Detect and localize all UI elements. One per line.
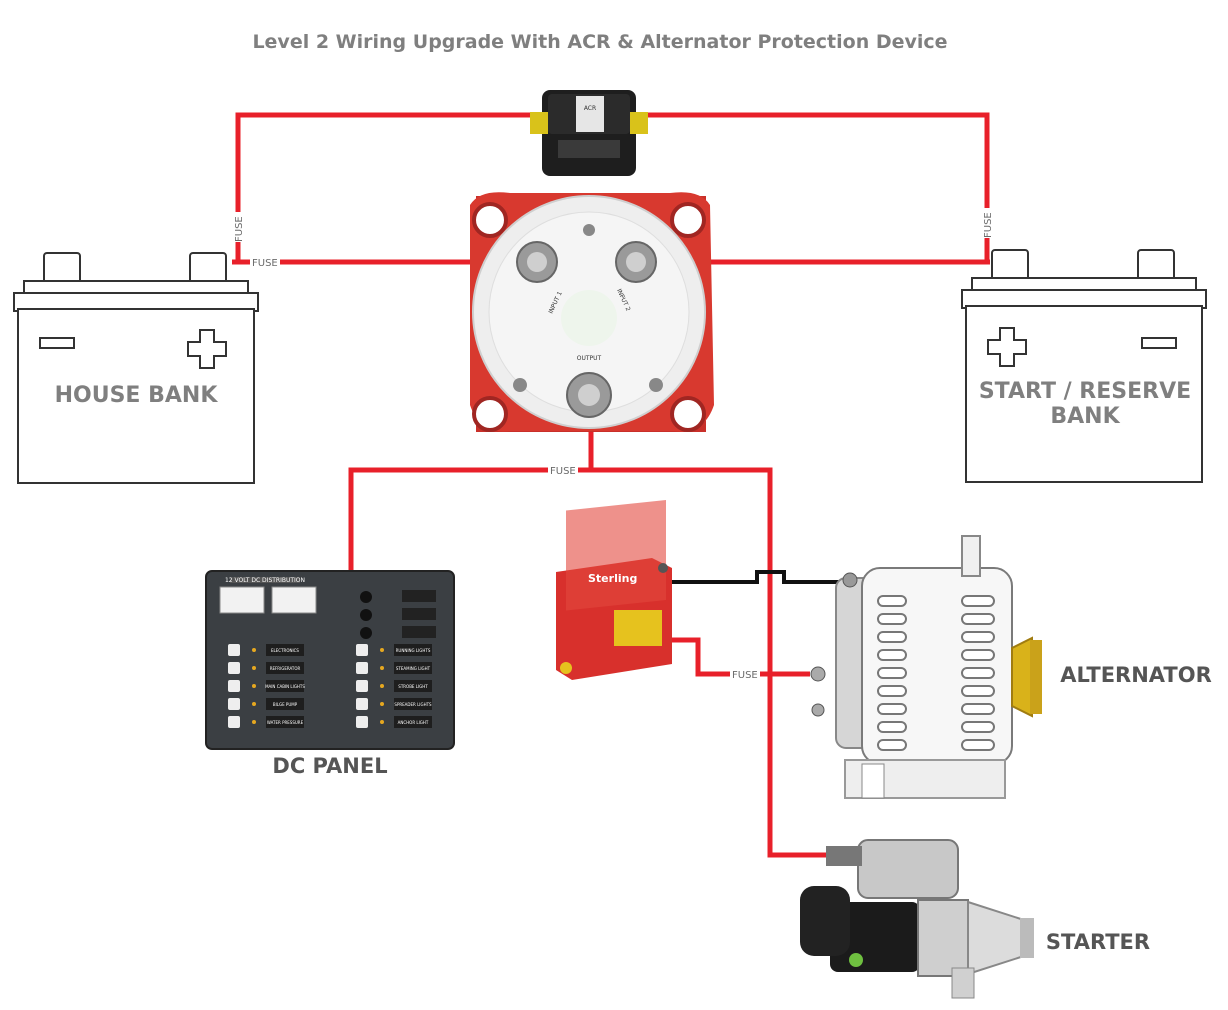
dc-ammeter-icon <box>219 586 265 614</box>
panel-switch-row: STROBE LIGHT <box>356 680 432 692</box>
alternator-fins <box>877 595 995 751</box>
dc-panel: 12 VOLT DC DISTRIBUTION ELECTRONICS REFRI… <box>205 570 455 778</box>
alternator-fin <box>961 631 995 643</box>
panel-switch-row: MAIN CABIN LIGHTS <box>228 680 305 692</box>
panel-switch-label: BILGE PUMP <box>273 702 298 707</box>
alternator-protector: Sterling <box>556 500 672 680</box>
house-bank-battery: HOUSE BANK <box>13 252 259 484</box>
alternator-fin <box>961 685 995 697</box>
wire-output-to-panel <box>348 467 591 570</box>
house-bank-label: HOUSE BANK <box>55 383 219 408</box>
minus-terminal-icon <box>1141 337 1177 349</box>
panel-switch-label: STROBE LIGHT <box>398 684 428 689</box>
fuse-label-start-vertical: FUSE <box>983 212 994 238</box>
panel-switch-row: RUNNING LIGHTS <box>356 644 432 656</box>
start-bank-label-line1: START / RESERVE <box>979 379 1191 404</box>
plus-terminal-icon <box>987 327 1027 367</box>
alternator-label: ALTERNATOR <box>1060 663 1212 687</box>
panel-indicator-led <box>380 684 384 688</box>
alternator-fin <box>961 595 995 607</box>
panel-switch-toggle <box>356 680 368 692</box>
panel-switch-label: ANCHOR LIGHT <box>398 720 429 725</box>
switch-output-label: OUTPUT <box>577 355 602 362</box>
panel-indicator-led <box>252 684 256 688</box>
panel-right-switches: RUNNING LIGHTS STEAMING LIGHT STROBE LIGHT… <box>356 644 432 728</box>
panel-switch-label: REFRIGERATOR <box>270 666 301 671</box>
fuse-label-house-vertical: FUSE <box>234 216 245 242</box>
starter-label: STARTER <box>1046 930 1150 954</box>
panel-switch-toggle <box>228 662 240 674</box>
alternator-fin <box>877 739 907 751</box>
starter-motor: STARTER <box>800 839 1150 999</box>
panel-switch-toggle <box>356 644 368 656</box>
alternator-fin <box>877 649 907 661</box>
fuse-label-alternator: FUSE <box>732 670 758 681</box>
start-bank-battery: START / RESERVE BANK <box>961 249 1207 483</box>
panel-switch-toggle <box>356 698 368 710</box>
panel-switch-row: ELECTRONICS <box>228 644 304 656</box>
alternator-fin <box>961 721 995 733</box>
acr-text: ACR <box>584 105 596 112</box>
diagram-title: Level 2 Wiring Upgrade With ACR & Altern… <box>252 31 947 53</box>
alternator-fin <box>877 631 907 643</box>
plus-terminal-icon <box>187 329 227 369</box>
dc-panel-label: DC PANEL <box>272 754 387 778</box>
start-bank-label-line2: BANK <box>1050 404 1120 429</box>
panel-indicator-led <box>252 666 256 670</box>
panel-switch-toggle <box>228 680 240 692</box>
alternator-fin <box>877 703 907 715</box>
alternator: ALTERNATOR <box>810 535 1212 799</box>
alternator-fin <box>877 721 907 733</box>
panel-switch-toggle <box>356 662 368 674</box>
alternator-fin <box>877 613 907 625</box>
panel-left-switches: ELECTRONICS REFRIGERATOR MAIN CABIN LIGHTS… <box>228 644 305 728</box>
panel-indicator-led <box>252 648 256 652</box>
panel-indicator-led <box>252 702 256 706</box>
minus-terminal-icon <box>39 337 75 349</box>
panel-switch-label: WATER PRESSURE <box>267 720 304 725</box>
panel-switch-label: STEAMING LIGHT <box>396 666 431 671</box>
alternator-fin <box>961 649 995 661</box>
panel-indicator-led <box>252 720 256 724</box>
fuse-label-output: FUSE <box>550 466 576 477</box>
fuse-labels: FUSE FUSE FUSE FUSE FUSE <box>232 208 995 681</box>
alternator-fin <box>877 685 907 697</box>
panel-switch-label: MAIN CABIN LIGHTS <box>265 684 305 689</box>
alternator-fin <box>877 595 907 607</box>
panel-indicator-led <box>380 648 384 652</box>
panel-switch-row: WATER PRESSURE <box>228 716 304 728</box>
panel-switch-row: ANCHOR LIGHT <box>356 716 432 728</box>
panel-switch-label: RUNNING LIGHTS <box>396 648 431 653</box>
panel-indicator-led <box>380 702 384 706</box>
alternator-fin <box>961 613 995 625</box>
wire-ground <box>672 570 848 584</box>
panel-header: 12 VOLT DC DISTRIBUTION <box>225 577 305 584</box>
panel-indicator-led <box>380 666 384 670</box>
protector-brand: Sterling <box>588 572 637 585</box>
panel-switch-label: ELECTRONICS <box>271 648 299 653</box>
panel-switch-row: REFRIGERATOR <box>228 662 304 674</box>
panel-switch-label: SPREADER LIGHTS <box>394 702 432 707</box>
panel-switch-row: SPREADER LIGHTS <box>356 698 432 710</box>
fuse-label-house-horizontal: FUSE <box>252 258 278 269</box>
alternator-fin <box>877 667 907 679</box>
battery-switch: INPUT 1 INPUT 2 OUTPUT <box>470 192 714 432</box>
alternator-fin <box>961 667 995 679</box>
panel-switch-toggle <box>356 716 368 728</box>
wire-output-to-starter <box>591 467 835 858</box>
panel-switch-toggle <box>228 644 240 656</box>
alternator-fin <box>961 703 995 715</box>
panel-switch-row: STEAMING LIGHT <box>356 662 432 674</box>
panel-switch-toggle <box>228 716 240 728</box>
panel-switch-toggle <box>228 698 240 710</box>
panel-indicator-led <box>380 720 384 724</box>
dc-voltmeter-icon <box>271 586 317 614</box>
acr-relay: ACR <box>530 90 648 176</box>
panel-switch-row: BILGE PUMP <box>228 698 304 710</box>
alternator-fin <box>961 739 995 751</box>
